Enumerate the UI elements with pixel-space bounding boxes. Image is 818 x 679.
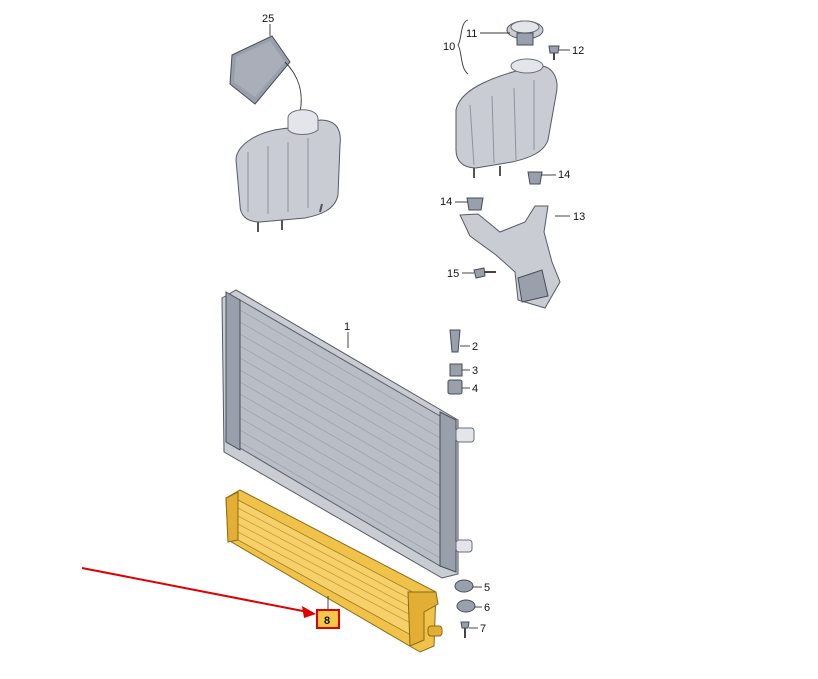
callout-2: 2 [472,341,478,353]
callout-12: 12 [572,45,584,57]
callout-7: 7 [480,623,486,635]
part-2-pin [449,329,461,353]
part-13-bracket [459,205,561,309]
part-25-coolant-reservoir [229,35,341,232]
part-14-rubber-mount-a [527,171,543,185]
part-5-bushing [454,579,474,593]
highlight-arrow [81,567,309,613]
callout-8: 8 [324,615,330,627]
callout-4: 4 [472,383,478,395]
part-10-expansion-tank [455,58,558,178]
callout-14-lower: 14 [440,196,452,208]
callout-14-upper: 14 [558,169,570,181]
callout-5: 5 [484,582,490,594]
part-15-bolt [473,267,496,279]
arrow-head [302,606,316,618]
part-6-grommet [456,599,476,613]
part-14-rubber-mount-b [466,197,484,211]
part-12-bolt [548,45,560,60]
part-8-auxiliary-cooler [225,489,443,653]
callout-1: 1 [344,321,350,333]
part-7-screw [460,621,470,638]
part-11-reservoir-cap [506,20,544,46]
callout-3: 3 [472,365,478,377]
callout-10: 10 [443,41,455,53]
callout-11: 11 [466,28,477,40]
part-1-radiator [221,289,475,579]
callout-15: 15 [447,268,459,280]
callout-6: 6 [484,602,490,614]
part-3-clip [449,363,463,377]
callout-13: 13 [573,211,585,223]
callout-8-highlight-box [316,609,340,629]
callout-25: 25 [262,13,274,25]
part-4-mount [447,379,463,395]
